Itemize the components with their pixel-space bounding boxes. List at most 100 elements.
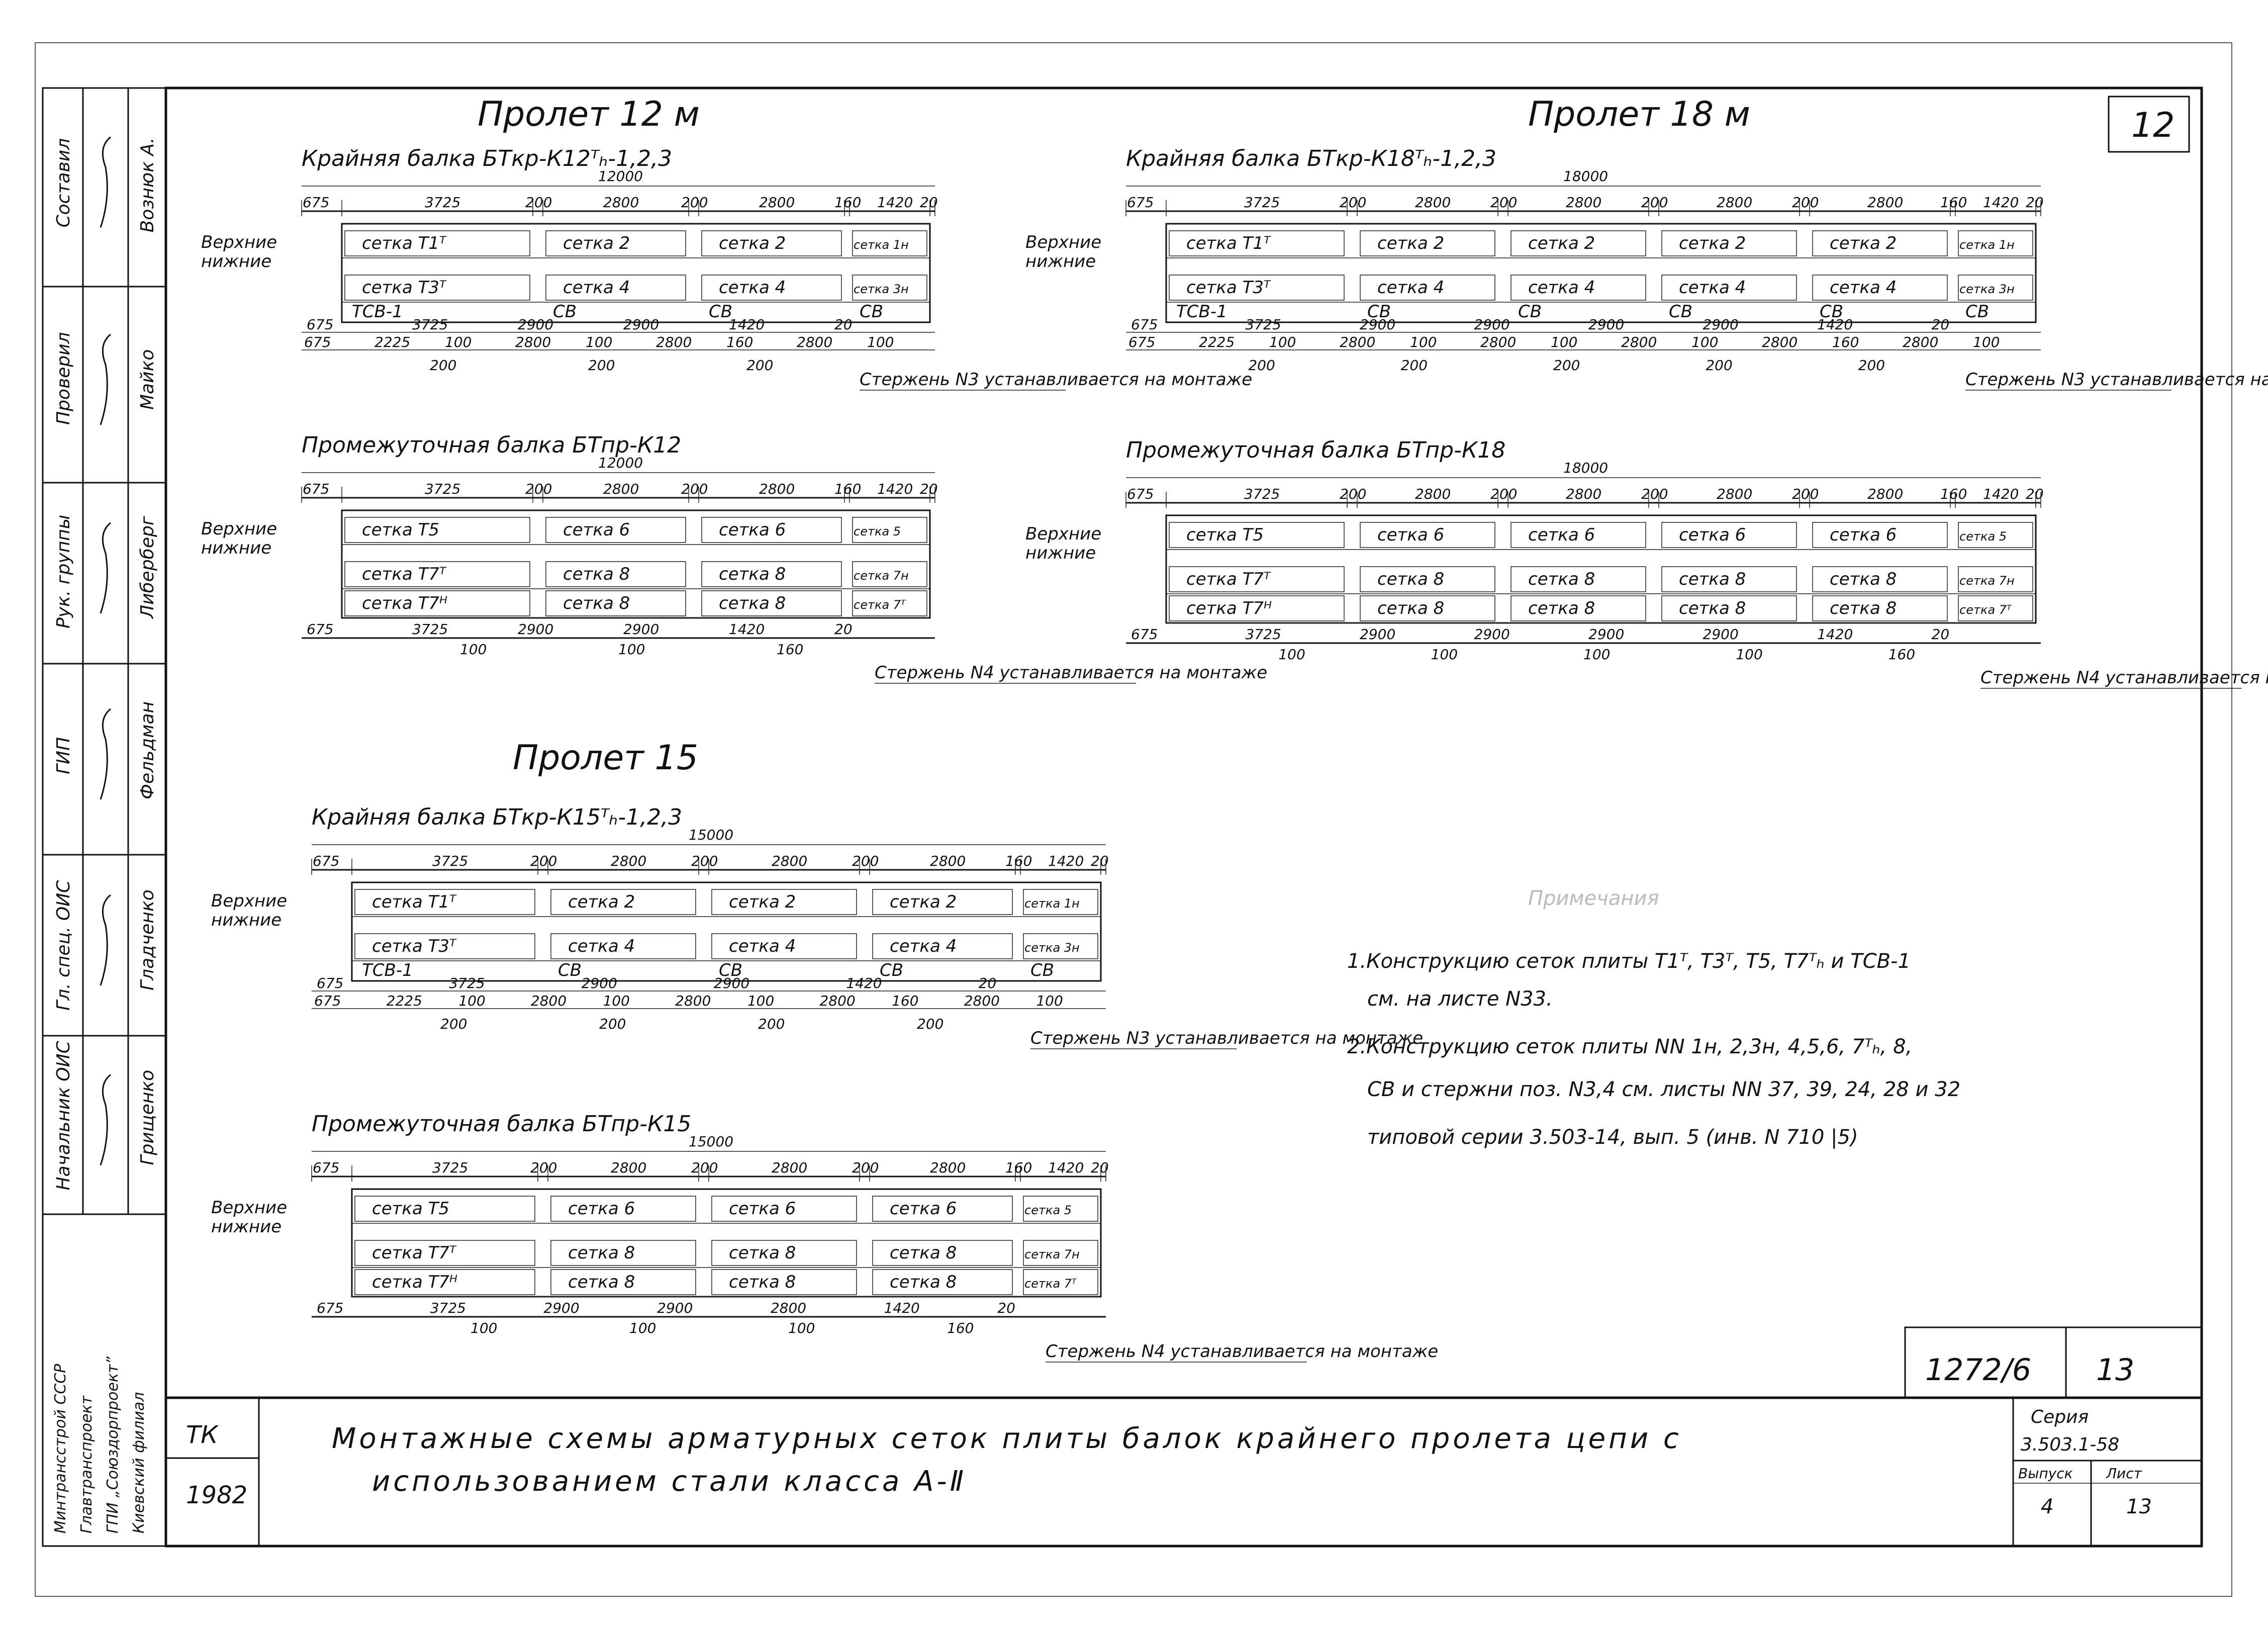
bar-label: СВ <box>1030 960 1054 980</box>
bar-label: СВ <box>719 960 742 980</box>
dim3-label: 100 <box>1269 334 1296 350</box>
mesh-label: сетка 1н <box>1959 238 2015 252</box>
mesh-label: сетка Т7ᴴ <box>1186 598 1272 618</box>
mesh-cell <box>1023 889 1098 915</box>
mesh-label: сетка 2 <box>563 233 630 253</box>
dim3-label: 100 <box>1551 334 1577 350</box>
side-name: Вознюк А. <box>137 138 158 233</box>
bottom-dim-label: 2900 <box>1474 626 1510 643</box>
top-dim-label: 20 <box>2026 194 2044 211</box>
mesh-label: сетка Т7ᵀ <box>1186 569 1271 589</box>
mesh-label: сетка 8 <box>1679 569 1746 589</box>
bar-label: СВ <box>1669 302 1692 322</box>
top-dim-label: 200 <box>852 1159 879 1176</box>
tk-label: ТК <box>186 1421 219 1449</box>
dim3-label: 2800 <box>531 992 566 1009</box>
bar-label: ТСВ-1 <box>352 302 403 322</box>
beam-title: Крайняя балка БТкр-К12ᵀₕ-1,2,3 <box>302 146 672 171</box>
mesh-cell <box>550 933 696 959</box>
top-dim-label: 1420 <box>877 481 913 497</box>
beam-total-length: 15000 <box>689 1133 733 1150</box>
top-dim-label: 2800 <box>772 1159 807 1176</box>
top-dim-label: 200 <box>681 481 708 497</box>
bar-label: СВ <box>1367 302 1391 322</box>
dim4-label: 200 <box>588 357 615 374</box>
mesh-label: сетка 8 <box>1830 598 1897 618</box>
top-dim-label: 200 <box>530 853 557 869</box>
dim3-label: 2800 <box>819 992 855 1009</box>
mesh-label: сетка 4 <box>1830 278 1897 298</box>
mesh-label: сетка Т7ᵀ <box>372 1243 457 1263</box>
bottom-dim2-label: 100 <box>618 641 645 658</box>
series-label: Серия <box>2031 1407 2089 1427</box>
top-dim-label: 2800 <box>1415 486 1451 502</box>
sheet-number-stamp: 13 <box>2126 1495 2152 1518</box>
top-dim-label: 200 <box>691 853 718 869</box>
top-dim-label: 2800 <box>772 853 807 869</box>
mesh-label: сетка 7ᵀ <box>1024 1277 1077 1291</box>
mesh-cell <box>1812 275 1948 301</box>
notes-line-2: см. на листе N33. <box>1367 987 1553 1011</box>
top-dim-label: 2800 <box>759 481 795 497</box>
bottom-dim-label: 2900 <box>1588 626 1624 643</box>
mesh-cell <box>550 1240 696 1266</box>
mesh-cell <box>1510 595 1646 621</box>
mesh-cell <box>354 889 535 915</box>
side-org-line: Главтранспроект <box>78 1395 96 1533</box>
mesh-cell <box>872 933 1013 959</box>
side-role: Гл. спец. ОИС <box>53 880 74 1011</box>
bottom-dim2-label: 100 <box>1431 646 1458 663</box>
dim3-label: 2800 <box>1621 334 1657 350</box>
mesh-label: сетка 7н <box>1024 1247 1080 1261</box>
mesh-label: сетка 8 <box>1528 569 1595 589</box>
beam-total-length: 15000 <box>689 827 733 843</box>
mesh-label: сетка 8 <box>1528 598 1595 618</box>
mesh-cell <box>545 275 686 301</box>
mesh-label: сетка 8 <box>563 564 630 584</box>
dim4-label: 200 <box>1858 357 1885 374</box>
bottom-dim2-label: 100 <box>788 1320 815 1336</box>
mesh-label: сетка 7н <box>1959 574 2015 588</box>
bottom-dim-label: 3725 <box>412 621 448 638</box>
dim2-label: 20 <box>834 316 853 333</box>
dim2-label: 2900 <box>1474 316 1510 333</box>
mesh-cell <box>711 1240 857 1266</box>
bottom-dim-label: 3725 <box>430 1300 466 1316</box>
upper-level-label: Верхние <box>201 519 277 539</box>
upper-level-label: Верхние <box>211 891 287 911</box>
mesh-label: сетка 1н <box>854 238 909 252</box>
dim3-label: 675 <box>1128 334 1155 350</box>
top-dim-label: 200 <box>525 194 552 211</box>
mesh-cell <box>550 1269 696 1295</box>
title-block: ТК 1982 Монтажные схемы арматурных сеток… <box>166 1396 2202 1546</box>
dim3-label: 160 <box>726 334 753 350</box>
top-dim-label: 1420 <box>1048 853 1084 869</box>
mesh-cell <box>711 889 857 915</box>
upper-level-label: Верхние <box>1025 232 1101 252</box>
top-dim-label: 3725 <box>1244 486 1280 502</box>
beam-total-length: 12000 <box>598 168 643 185</box>
top-dim-label: 200 <box>1340 486 1366 502</box>
mesh-cell <box>354 933 535 959</box>
archive-sheet: 13 <box>2096 1352 2134 1388</box>
top-dim-label: 200 <box>852 853 879 869</box>
top-dim-label: 2800 <box>1717 486 1752 502</box>
dim2-label: 2900 <box>1703 316 1739 333</box>
lower-level-label: нижние <box>211 1217 281 1237</box>
span12-title: Пролет 12 м <box>478 95 700 134</box>
bottom-dim-label: 20 <box>1932 626 1950 643</box>
lower-level-label: нижние <box>1025 543 1096 563</box>
mesh-cell <box>852 590 927 616</box>
upper-level-label: Верхние <box>201 232 277 252</box>
mesh-cell <box>1958 522 2033 548</box>
bottom-dim-label: 20 <box>834 621 853 638</box>
top-dim-label: 675 <box>303 194 329 211</box>
dim3-label: 2800 <box>515 334 551 350</box>
top-dim-label: 2800 <box>1566 194 1601 211</box>
mesh-label: сетка Т1ᵀ <box>372 892 457 912</box>
year-label: 1982 <box>186 1481 247 1509</box>
bottom-dim-label: 2900 <box>1360 626 1395 643</box>
bar-label: СВ <box>1965 302 1989 322</box>
mesh-label: сетка 2 <box>729 892 796 912</box>
